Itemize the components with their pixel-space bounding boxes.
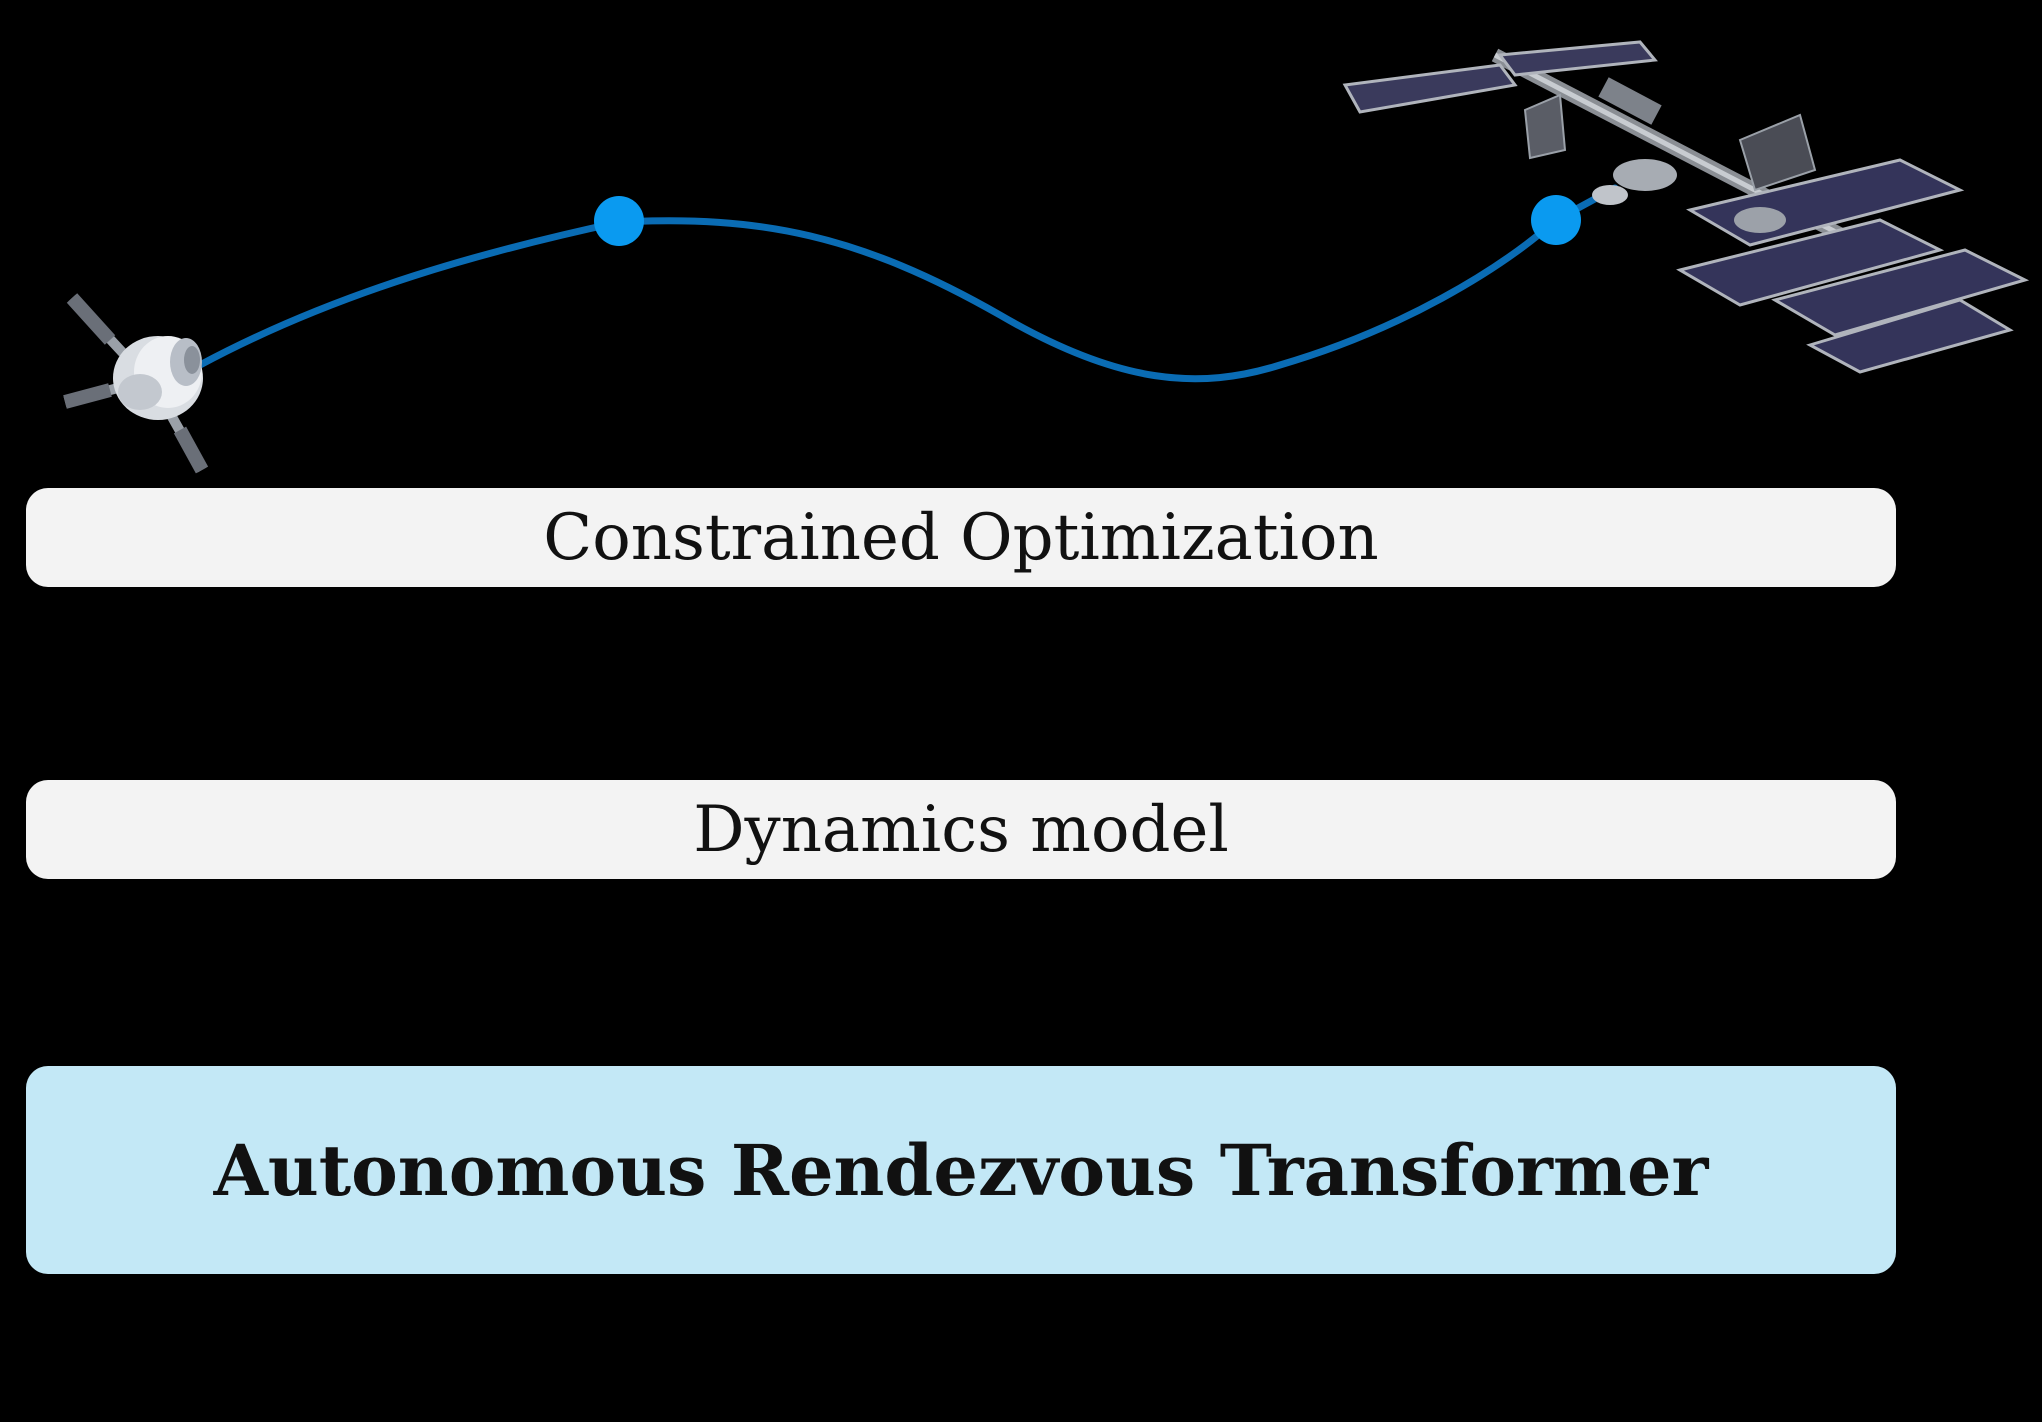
waypoint-marker [594, 196, 644, 246]
dynamics-model-label: Dynamics model [693, 792, 1229, 867]
constrained-optimization-label: Constrained Optimization [543, 500, 1379, 575]
autonomous-rendezvous-transformer-block: Autonomous Rendezvous Transformer [26, 1066, 1896, 1274]
dynamics-model-block: Dynamics model [26, 780, 1896, 879]
spacecraft-capsule-icon [63, 293, 209, 474]
waypoint-marker [1531, 195, 1581, 245]
space-station-icon [1342, 40, 2030, 374]
constrained-optimization-block: Constrained Optimization [26, 488, 1896, 587]
autonomous-rendezvous-transformer-label: Autonomous Rendezvous Transformer [213, 1128, 1709, 1212]
trajectory-path [196, 184, 1619, 383]
rendezvous-scene [63, 40, 2030, 474]
